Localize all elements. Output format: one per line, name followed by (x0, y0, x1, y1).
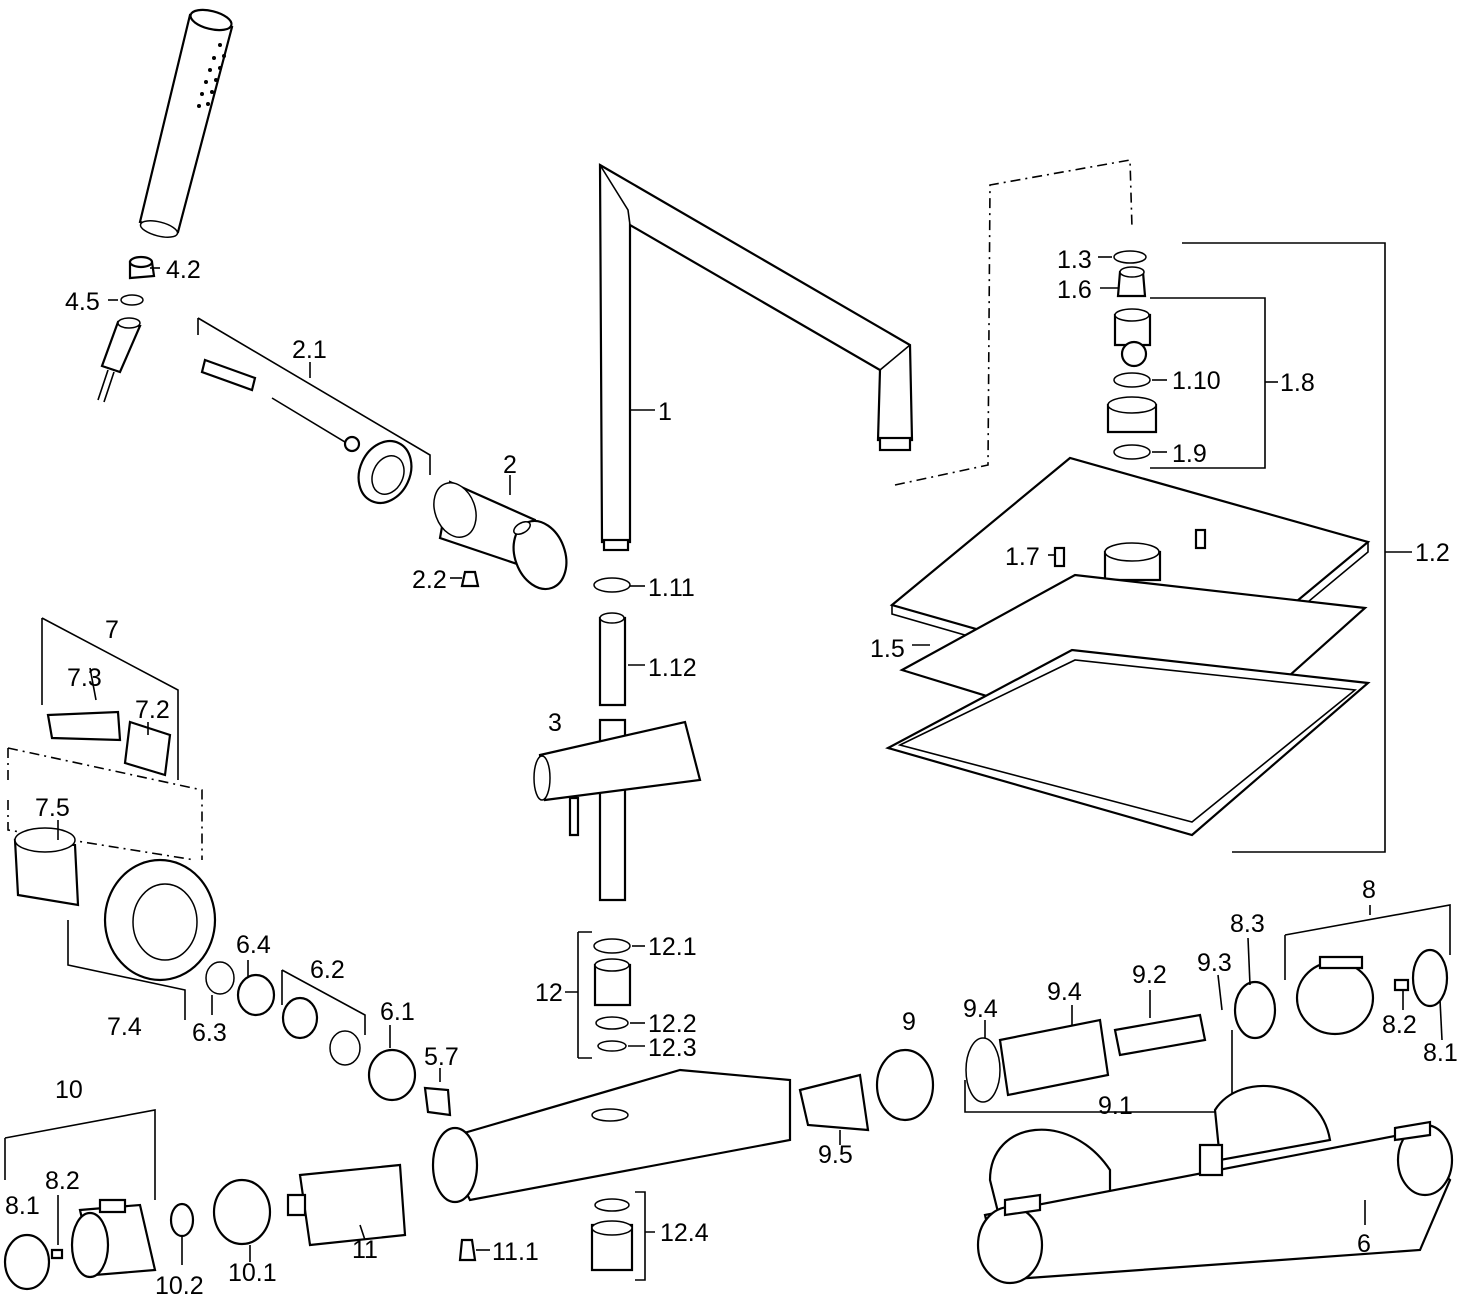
label-12-4: 12.4 (660, 1219, 709, 1247)
label-2-2: 2.2 (412, 566, 447, 594)
label-4-2: 4.2 (166, 256, 201, 284)
label-12-2: 12.2 (648, 1010, 697, 1038)
hose-end-part (97, 317, 142, 403)
label-8: 8 (1362, 876, 1376, 904)
label-9-4-left: 9.4 (963, 995, 998, 1023)
cartridge-group (798, 1013, 1233, 1132)
label-12-1: 12.1 (648, 933, 697, 961)
label-7: 7 (105, 616, 119, 644)
label-1-3: 1.3 (1057, 246, 1092, 274)
label-1: 1 (658, 398, 672, 426)
label-1-9: 1.9 (1172, 440, 1207, 468)
hand-shower-part (138, 8, 234, 238)
shower-holder-part (433, 480, 568, 591)
washer-part (120, 294, 144, 306)
hand-shower-nut-part (128, 255, 156, 280)
label-8-3: 8.3 (1230, 910, 1265, 938)
label-1-5: 1.5 (870, 635, 905, 663)
head-shower-bottom-plate (885, 648, 1371, 837)
label-5-7: 5.7 (424, 1043, 459, 1071)
label-1-11: 1.11 (648, 574, 695, 602)
label-6-2: 6.2 (310, 956, 345, 984)
left-handle-set (3, 1109, 407, 1291)
label-1-6: 1.6 (1057, 276, 1092, 304)
label-2-1: 2.1 (292, 336, 327, 364)
label-6-4: 6.4 (236, 931, 271, 959)
label-7-5: 7.5 (35, 794, 70, 822)
label-12-3: 12.3 (648, 1034, 697, 1062)
label-9-3: 9.3 (1197, 949, 1232, 977)
slider-part (533, 720, 702, 837)
label-1-12: 1.12 (648, 654, 697, 682)
connector-rings (590, 938, 634, 1272)
label-6-3: 6.3 (192, 1019, 227, 1047)
label-10: 10 (55, 1076, 83, 1104)
label-4-5: 4.5 (65, 288, 100, 316)
connection-dashed-line (894, 159, 1133, 486)
label-9-5: 9.5 (818, 1141, 853, 1169)
label-1-10: 1.10 (1172, 367, 1221, 395)
label-1-2: 1.2 (1415, 539, 1450, 567)
shower-arm-part (598, 163, 914, 552)
label-12: 12 (535, 979, 563, 1007)
part-labels: 1 1.2 1.3 1.5 1.6 1.7 1.8 1.9 1.10 1.11 … (5, 246, 1458, 1300)
label-10-2: 10.2 (155, 1272, 204, 1297)
label-1-7: 1.7 (1005, 543, 1040, 571)
label-8-2-left: 8.2 (45, 1167, 80, 1195)
label-8-2-right: 8.2 (1382, 1011, 1417, 1039)
handle-set (1233, 904, 1451, 1040)
label-9-4: 9.4 (1047, 978, 1082, 1006)
label-7-3: 7.3 (67, 664, 102, 692)
label-11-1: 11.1 (492, 1238, 539, 1266)
label-11: 11 (352, 1236, 378, 1264)
label-1-8: 1.8 (1280, 369, 1315, 397)
label-7-4: 7.4 (107, 1013, 142, 1041)
label-10-1: 10.1 (228, 1259, 277, 1287)
label-6-1: 6.1 (380, 998, 415, 1026)
assembled-thermostat (976, 1085, 1454, 1285)
label-9: 9 (902, 1008, 916, 1036)
label-8-1-right: 8.1 (1423, 1039, 1458, 1067)
head-joint-parts (1106, 250, 1158, 460)
label-7-2: 7.2 (135, 696, 170, 724)
leader-lines (57, 242, 1443, 1281)
wall-bracket-set (197, 317, 431, 504)
label-9-2: 9.2 (1132, 961, 1167, 989)
label-8-1-left: 8.1 (5, 1192, 40, 1220)
extension-set (7, 617, 276, 1020)
label-3: 3 (548, 709, 562, 737)
label-2: 2 (503, 451, 517, 479)
thermostat-group (281, 969, 792, 1262)
label-6: 6 (1357, 1230, 1371, 1258)
label-9-1: 9.1 (1098, 1092, 1133, 1120)
